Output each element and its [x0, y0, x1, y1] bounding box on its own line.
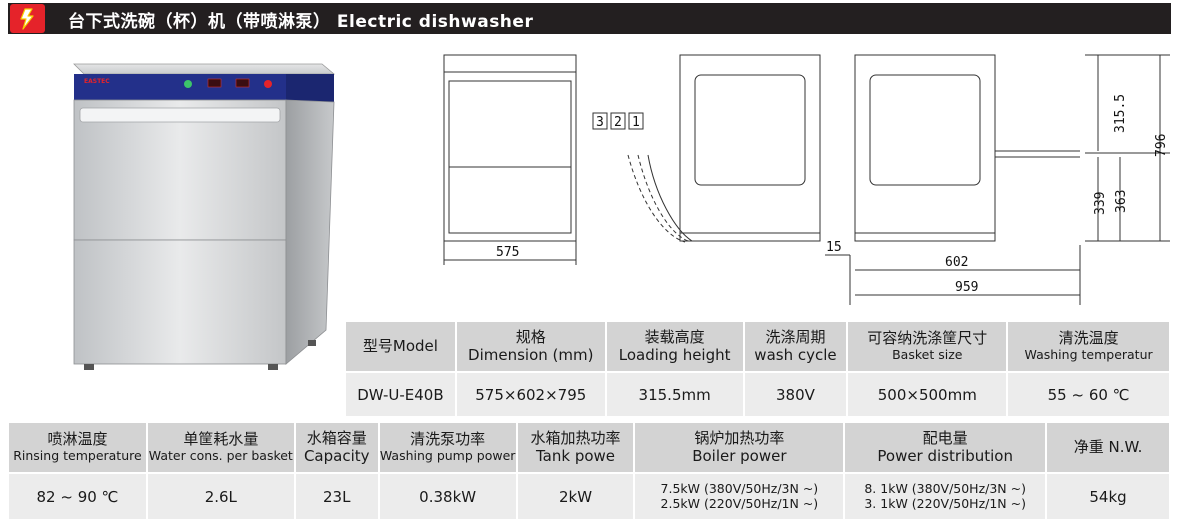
dim-height-363: 363: [1114, 190, 1129, 213]
power-distribution-line-2: 3. 1kW (220V/50Hz/1N ~): [864, 496, 1026, 511]
washing-temp-cell: 55 ~ 60 ℃: [1007, 372, 1171, 418]
dimension-cell: 575×602×795: [455, 372, 607, 418]
header-cell: 水箱容量 Capacity: [294, 423, 380, 474]
table-header-row: 喷淋温度 Rinsing temperature 单筐耗水量 Water con…: [9, 423, 1171, 474]
header-cell: 装载高度 Loading height: [605, 322, 745, 373]
header-cell: 单筐耗水量 Water cons. per basket: [146, 423, 296, 474]
header-cell: 清洗温度 Washing temperatur: [1007, 322, 1171, 373]
page-title: 台下式洗碗（杯）机（带喷淋泵） Electric dishwasher: [68, 12, 534, 32]
dim-height-796: 796: [1154, 134, 1169, 157]
header-cell: 规格 Dimension (mm): [455, 322, 607, 373]
model-cell: DW-U-E40B: [346, 372, 457, 418]
pump-power-cell: 0.38kW: [378, 473, 518, 521]
header-cell: 喷淋温度 Rinsing temperature: [9, 423, 148, 474]
callout-2: 2: [614, 115, 622, 130]
table-row: 82 ~ 90 ℃ 2.6L 23L 0.38kW 2kW 7.5kW (380…: [9, 473, 1171, 521]
header-cell: 清洗泵功率 Washing pump power: [378, 423, 518, 474]
header-cell: 锅炉加热功率 Boiler power: [634, 423, 846, 474]
capacity-cell: 23L: [294, 473, 380, 521]
boiler-power-line-1: 7.5kW (380V/50Hz/3N ~): [660, 481, 819, 496]
wash-cycle-cell: 380V: [743, 372, 849, 418]
dim-height-339: 339: [1093, 192, 1108, 215]
section-header: 台下式洗碗（杯）机（带喷淋泵） Electric dishwasher: [8, 3, 1171, 34]
header-cell: 可容纳洗涤筐尺寸 Basket size: [847, 322, 1009, 373]
net-weight-cell: 54kg: [1046, 473, 1171, 521]
table-row: DW-U-E40B 575×602×795 315.5mm 380V 500×5…: [346, 372, 1171, 418]
power-distribution-cell: 8. 1kW (380V/50Hz/3N ~) 3. 1kW (220V/50H…: [844, 473, 1048, 521]
svg-text:EASTEC: EASTEC: [84, 78, 110, 85]
spec-table-2: 喷淋温度 Rinsing temperature 单筐耗水量 Water con…: [9, 423, 1171, 521]
dim-height-315: 315.5: [1113, 94, 1128, 133]
loading-height-cell: 315.5mm: [605, 372, 745, 418]
boiler-power-line-2: 2.5kW (220V/50Hz/1N ~): [660, 496, 819, 511]
header-cell: 洗涤周期 wash cycle: [743, 322, 849, 373]
dim-width: 575: [496, 245, 519, 260]
table-header-row: 型号Model 规格 Dimension (mm) 装载高度 Loading h…: [346, 322, 1171, 373]
dimension-drawings: 3 2 1 575 602 959 15 315.5 796 339 363: [430, 45, 1170, 315]
header-cell: 净重 N.W.: [1046, 423, 1171, 474]
basket-size-cell: 500×500mm: [847, 372, 1009, 418]
callout-3: 3: [596, 115, 604, 130]
dim-depth: 602: [945, 255, 968, 270]
water-cons-cell: 2.6L: [146, 473, 296, 521]
rinsing-temp-cell: 82 ~ 90 ℃: [9, 473, 148, 521]
spec-table-1: 型号Model 规格 Dimension (mm) 装载高度 Loading h…: [346, 322, 1171, 418]
boiler-power-cell: 7.5kW (380V/50Hz/3N ~) 2.5kW (220V/50Hz/…: [634, 473, 846, 521]
header-cell: 型号Model: [346, 322, 457, 373]
power-distribution-line-1: 8. 1kW (380V/50Hz/3N ~): [864, 481, 1026, 496]
header-cell: 水箱加热功率 Tank powe: [516, 423, 636, 474]
callout-1: 1: [632, 115, 640, 130]
header-cell: 配电量 Power distribution: [844, 423, 1048, 474]
tank-power-cell: 2kW: [516, 473, 636, 521]
dim-total-depth: 959: [955, 280, 978, 295]
product-photo: EASTEC: [62, 60, 337, 390]
lightning-bolt-icon: [10, 4, 45, 33]
dim-offset: 15: [826, 240, 842, 255]
